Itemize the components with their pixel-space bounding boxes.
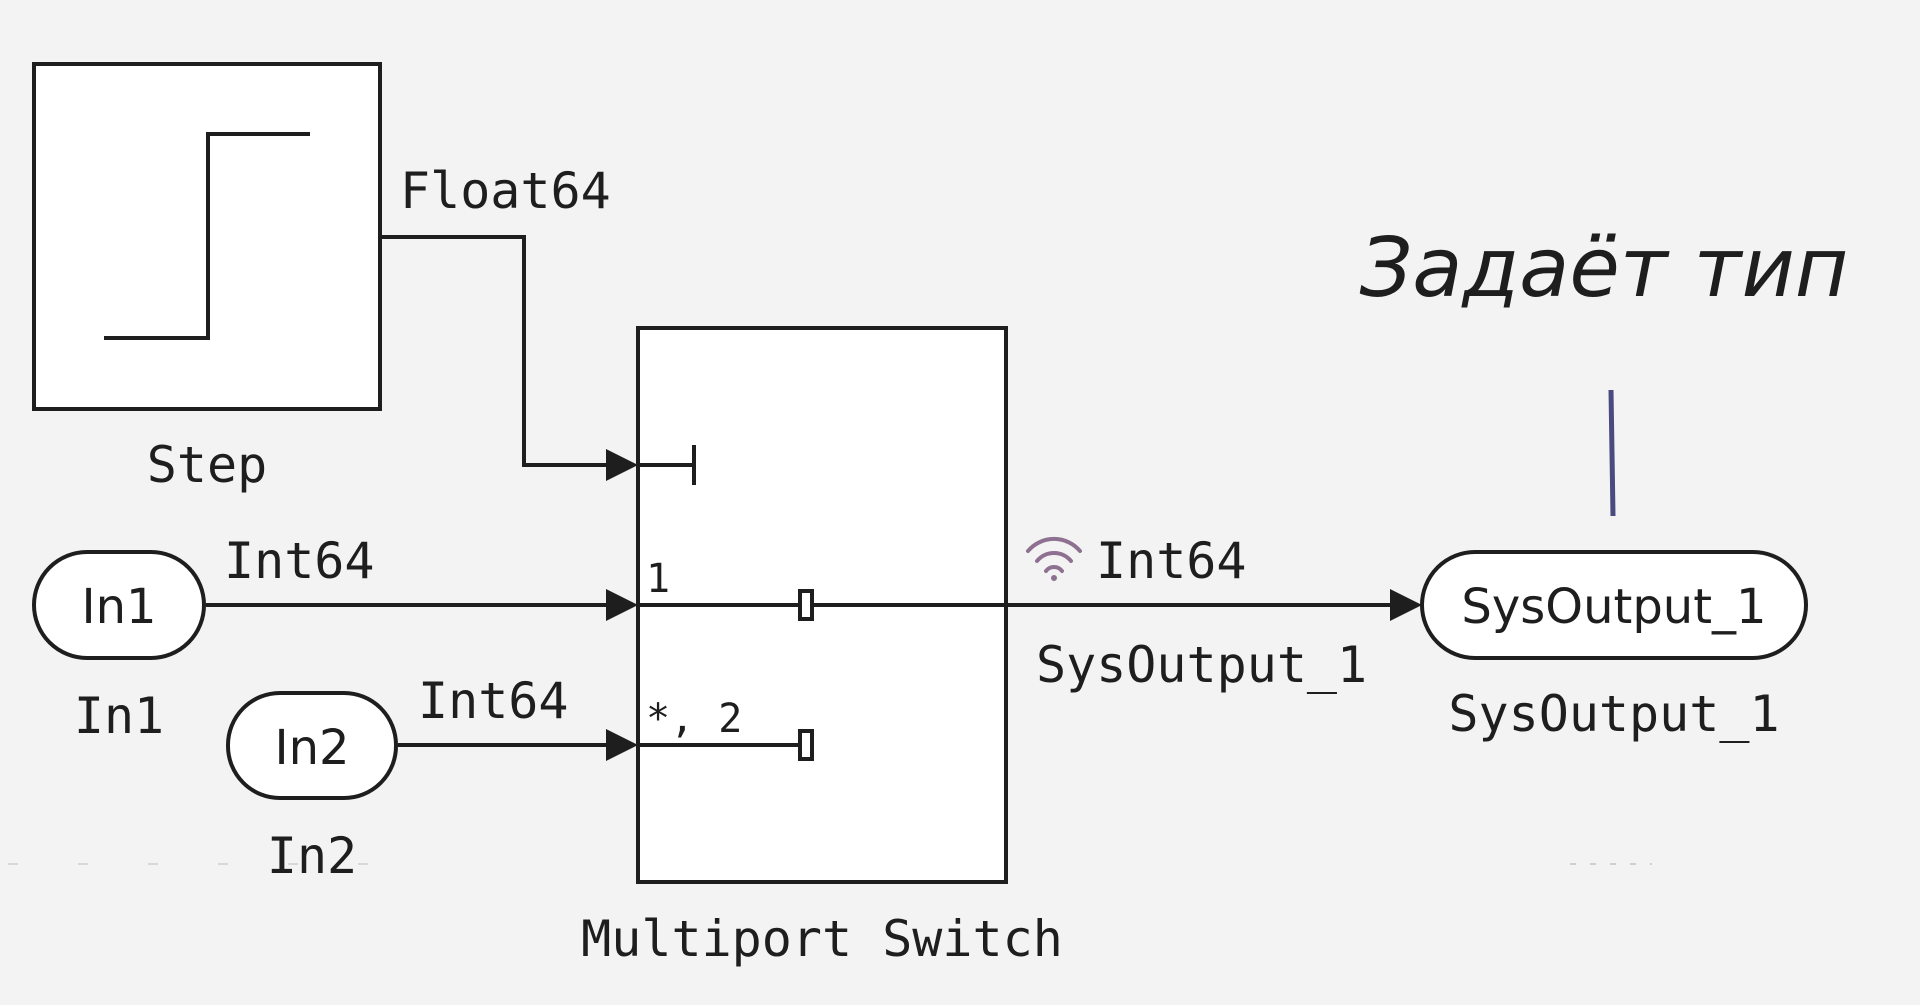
in2-port-label: In2 [274, 720, 349, 776]
in2-port-block[interactable]: In2 [226, 691, 398, 800]
in2-signal-label[interactable]: Int64 [418, 672, 569, 730]
switch-port1-label: 1 [646, 556, 670, 602]
step-signal-label[interactable]: Float64 [400, 162, 611, 220]
wifi-icon[interactable] [1026, 536, 1082, 581]
switch-port2-contact [798, 729, 814, 761]
sysoutput-port-block[interactable]: SysOutput_1 [1420, 550, 1808, 660]
switch-output-signal-label[interactable]: Int64 [1096, 532, 1247, 590]
in2-block-name[interactable]: In2 [267, 827, 357, 885]
annotation-text[interactable]: Задаёт тип [1360, 221, 1849, 316]
data-port2-arrow [606, 729, 638, 761]
data-port1-arrow [606, 589, 638, 621]
control-port-arrow [606, 449, 638, 481]
sysoutput-port-label: SysOutput_1 [1461, 579, 1766, 635]
multiport-switch-name[interactable]: Multiport Switch [581, 910, 1063, 968]
sysoutput-block-name[interactable]: SysOutput_1 [1448, 685, 1779, 743]
switch-output-signal-name[interactable]: SysOutput_1 [1036, 636, 1367, 694]
annotation-pointer-line [1608, 389, 1616, 517]
step-block[interactable] [32, 62, 382, 411]
in1-port-block[interactable]: In1 [32, 550, 206, 660]
output-port-arrow [1390, 589, 1422, 621]
in1-block-name[interactable]: In1 [74, 687, 164, 745]
in1-port-label: In1 [81, 579, 156, 635]
switch-port2-label: *, 2 [646, 696, 742, 742]
switch-port1-contact [798, 589, 814, 621]
multiport-switch-block[interactable]: 1 *, 2 [636, 326, 1008, 884]
step-icon [104, 132, 310, 340]
in1-signal-label[interactable]: Int64 [224, 532, 375, 590]
step-output-wire[interactable] [380, 235, 606, 467]
step-block-name[interactable]: Step [147, 436, 267, 494]
